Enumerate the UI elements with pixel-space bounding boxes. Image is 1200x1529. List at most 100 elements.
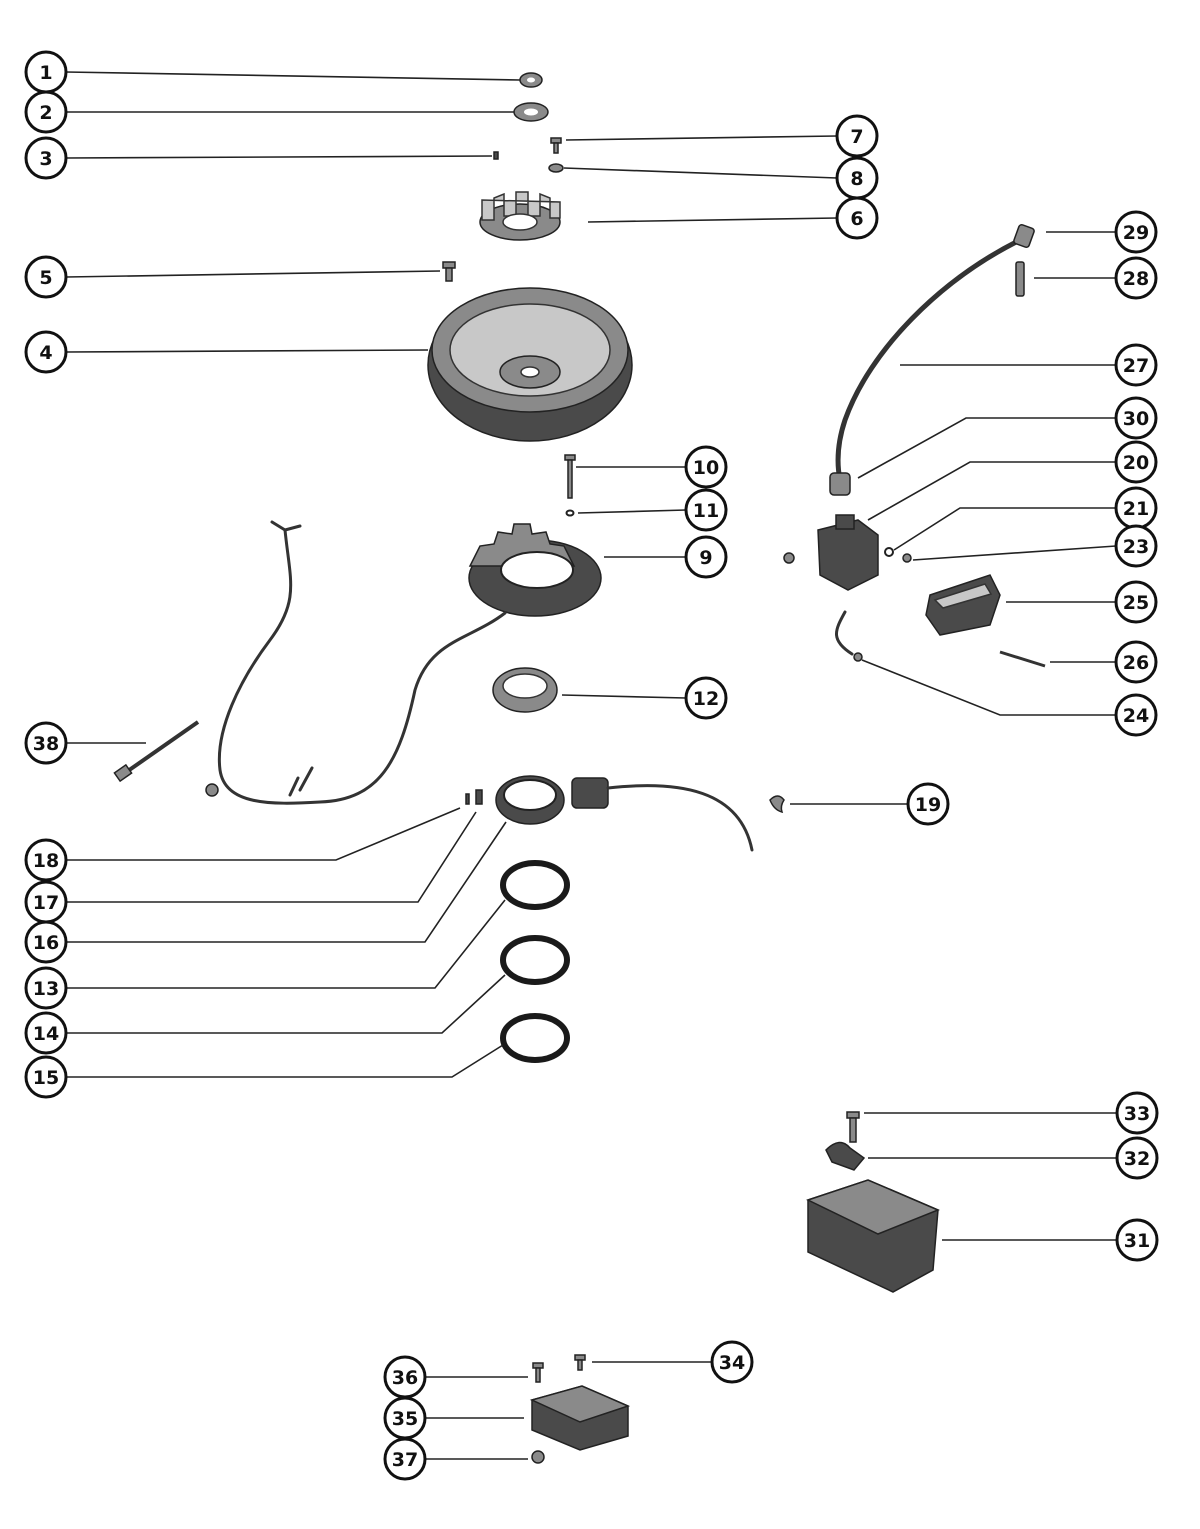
part-9-stator xyxy=(468,523,602,617)
callout-36: 36 xyxy=(383,1355,427,1399)
part-24-ground-lead xyxy=(835,610,863,662)
callout-11-label: 11 xyxy=(693,500,719,522)
callout-23: 23 xyxy=(1114,524,1158,568)
callout-16: 16 xyxy=(24,920,68,964)
callout-19: 19 xyxy=(906,782,950,826)
callout-7: 7 xyxy=(835,114,879,158)
part-4-flywheel xyxy=(427,287,633,442)
callout-3: 3 xyxy=(24,136,68,180)
callout-2-label: 2 xyxy=(39,102,52,124)
part-28-spark-plug xyxy=(1015,261,1025,297)
part-29-spark-plug-boot xyxy=(1013,223,1035,249)
callout-33: 33 xyxy=(1115,1091,1159,1135)
callout-36-label: 36 xyxy=(392,1367,418,1389)
part-13-ring xyxy=(500,860,570,910)
part-21-washer xyxy=(884,547,894,557)
callout-27: 27 xyxy=(1114,343,1158,387)
callout-2: 2 xyxy=(24,90,68,134)
callout-38-label: 38 xyxy=(33,733,59,755)
callout-15: 15 xyxy=(24,1055,68,1099)
part-30-boot xyxy=(829,472,851,496)
part-12-retainer xyxy=(492,667,558,713)
callout-9-label: 9 xyxy=(699,547,712,569)
callout-6-label: 6 xyxy=(850,208,863,230)
callout-30: 30 xyxy=(1114,396,1158,440)
part-18-clip xyxy=(465,793,470,805)
callout-37-label: 37 xyxy=(392,1449,418,1471)
part-37-nut xyxy=(531,1450,545,1464)
callout-31-label: 31 xyxy=(1124,1230,1150,1252)
part-26-screw xyxy=(999,650,1046,668)
callout-31: 31 xyxy=(1115,1218,1159,1262)
part-5-screw xyxy=(442,261,456,282)
callout-13: 13 xyxy=(24,966,68,1010)
callout-24: 24 xyxy=(1114,693,1158,737)
callout-5-label: 5 xyxy=(39,267,52,289)
callout-11: 11 xyxy=(684,488,728,532)
callout-19-label: 19 xyxy=(915,794,941,816)
part-8-lockwasher xyxy=(548,163,564,173)
part-14-ring xyxy=(500,935,570,985)
part-38-bolt xyxy=(113,720,200,783)
callout-1-label: 1 xyxy=(39,62,52,84)
callout-28-label: 28 xyxy=(1123,268,1149,290)
callout-34-label: 34 xyxy=(719,1352,745,1374)
callout-3-label: 3 xyxy=(39,148,52,170)
part-15-ring xyxy=(500,1013,570,1063)
callout-10-label: 10 xyxy=(693,457,719,479)
callout-14-label: 14 xyxy=(33,1023,59,1045)
callout-10: 10 xyxy=(684,445,728,489)
part-23-nut xyxy=(902,553,912,563)
part-2-washer-hole xyxy=(524,108,538,116)
part-33-screw xyxy=(846,1111,860,1143)
callout-32-label: 32 xyxy=(1124,1148,1150,1170)
part-36-screw xyxy=(532,1362,544,1383)
part-1-nut-hole xyxy=(527,77,535,83)
part-3-key xyxy=(493,151,499,160)
callout-30-label: 30 xyxy=(1123,408,1149,430)
callout-8-label: 8 xyxy=(850,168,863,190)
part-31-switch-box xyxy=(806,1179,940,1293)
callout-18-label: 18 xyxy=(33,850,59,872)
callout-20: 20 xyxy=(1114,440,1158,484)
callout-17: 17 xyxy=(24,880,68,924)
callout-23-label: 23 xyxy=(1123,536,1149,558)
callout-4-label: 4 xyxy=(39,342,52,364)
callout-12-label: 12 xyxy=(693,688,719,710)
part-16-trigger xyxy=(495,775,754,852)
part-25-coil-cover xyxy=(925,574,1001,636)
callout-17-label: 17 xyxy=(33,892,59,914)
callout-12: 12 xyxy=(684,676,728,720)
callout-35-label: 35 xyxy=(392,1408,418,1430)
callout-15-label: 15 xyxy=(33,1067,59,1089)
part-35-rectifier xyxy=(529,1385,631,1451)
part-6-starter-cup xyxy=(479,191,561,241)
callout-33-label: 33 xyxy=(1124,1103,1150,1125)
part-20-ignition-coil xyxy=(817,514,879,591)
callout-29-label: 29 xyxy=(1123,222,1149,244)
callout-28: 28 xyxy=(1114,256,1158,300)
part-32-clamp xyxy=(825,1141,866,1171)
callout-25: 25 xyxy=(1114,580,1158,624)
callout-37: 37 xyxy=(383,1437,427,1481)
part-10-screw xyxy=(564,454,576,499)
callout-27-label: 27 xyxy=(1123,355,1149,377)
callout-8: 8 xyxy=(835,156,879,200)
coil-mount-nut xyxy=(783,552,795,564)
callout-21: 21 xyxy=(1114,486,1158,530)
callout-26: 26 xyxy=(1114,640,1158,684)
stator-wire-harness xyxy=(205,520,507,805)
part-11-washer xyxy=(565,509,575,517)
callout-14: 14 xyxy=(24,1011,68,1055)
callout-25-label: 25 xyxy=(1123,592,1149,614)
callout-1: 1 xyxy=(24,50,68,94)
part-19-clamp xyxy=(769,795,785,814)
part-7-screw xyxy=(550,137,562,154)
part-17-screws xyxy=(475,789,483,805)
callout-32: 32 xyxy=(1115,1136,1159,1180)
callout-7-label: 7 xyxy=(850,126,863,148)
leader-lines xyxy=(65,71,1117,1460)
callout-35: 35 xyxy=(383,1396,427,1440)
callout-18: 18 xyxy=(24,838,68,882)
